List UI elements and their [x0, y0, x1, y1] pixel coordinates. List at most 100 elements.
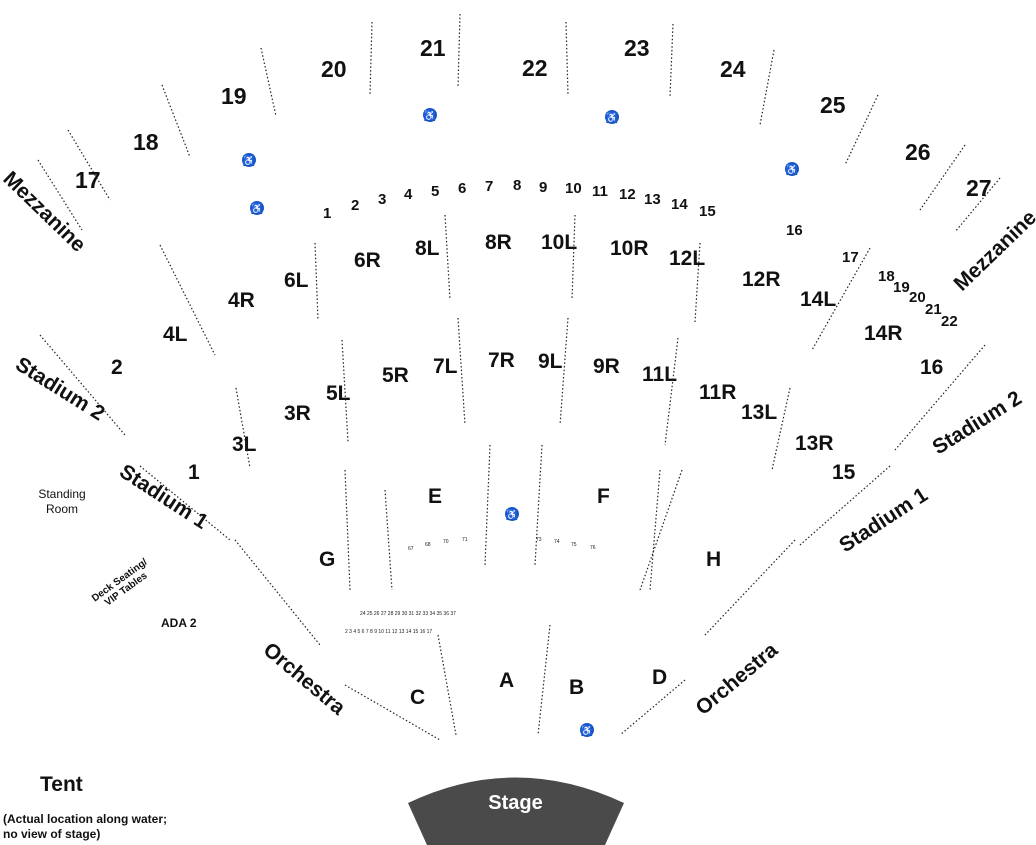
box-row-left2: 2 3 4 5 6 7 8 9 10 11 12 13 14 15 16 17	[345, 629, 432, 635]
section-3R[interactable]: 3R	[284, 402, 311, 425]
section-23[interactable]: 23	[624, 35, 650, 61]
mezzanine-sections: 17 18 19 20 21 22 23 24 25 26 27	[75, 35, 992, 201]
tent-note: (Actual location along water; no view of…	[3, 812, 243, 842]
section-21s[interactable]: 21	[925, 301, 942, 318]
stadium2-front-numbers: 1 2 3 4 5 6 7 8 9 10 11 12 13 14 15 16 1…	[323, 177, 958, 330]
box-seat-numbers: 67 68 70 71 73 74 75 76 24 25 26 27 28 2…	[345, 537, 596, 635]
standing-room-label: Standing Room	[22, 487, 102, 517]
svg-text:♿: ♿	[251, 202, 263, 215]
section-11R[interactable]: 11R	[699, 381, 736, 404]
section-8L[interactable]: 8L	[415, 237, 440, 260]
section-2[interactable]: 2	[111, 356, 123, 379]
section-18[interactable]: 18	[133, 129, 159, 155]
stadium-sections: 8L 8R 10L 10R 6R 6L 12L 12R 4R 14L 4L 14…	[111, 231, 943, 484]
tent-note-line-1: (Actual location along water;	[3, 812, 168, 826]
section-7[interactable]: 7	[485, 178, 493, 195]
section-2[interactable]: 2	[351, 197, 359, 214]
section-9[interactable]: 9	[539, 179, 547, 196]
section-11[interactable]: 11	[592, 183, 608, 200]
wheelchair-icon: ♿	[423, 108, 437, 122]
box-68: 68	[425, 542, 431, 548]
section-14R[interactable]: 14R	[864, 322, 903, 345]
section-F[interactable]: F	[597, 485, 610, 508]
section-22[interactable]: 22	[522, 55, 548, 81]
svg-text:♿: ♿	[424, 109, 436, 122]
box-row-left: 24 25 26 27 28 29 30 31 32 33 34 35 36 3…	[360, 611, 456, 617]
svg-text:♿: ♿	[786, 163, 798, 176]
section-14[interactable]: 14	[671, 196, 688, 213]
section-E[interactable]: E	[428, 485, 442, 508]
svg-text:♿: ♿	[581, 724, 593, 737]
section-12[interactable]: 12	[619, 186, 636, 203]
section-6R[interactable]: 6R	[354, 249, 381, 272]
section-15[interactable]: 15	[832, 461, 856, 484]
section-17[interactable]: 17	[75, 167, 101, 193]
section-G[interactable]: G	[319, 548, 335, 571]
stadium1-right-label: Stadium 1	[835, 483, 932, 557]
orchestra-sections: E F G H A B C D	[319, 485, 721, 709]
section-13R[interactable]: 13R	[795, 432, 834, 455]
section-10[interactable]: 10	[565, 180, 582, 197]
section-4R[interactable]: 4R	[228, 289, 255, 312]
row-letter-strips	[37, 13, 1001, 741]
section-13L[interactable]: 13L	[741, 401, 777, 424]
section-6L[interactable]: 6L	[284, 269, 309, 292]
box-74: 74	[554, 539, 560, 545]
section-7R[interactable]: 7R	[488, 349, 515, 372]
section-20s[interactable]: 20	[909, 289, 926, 306]
accessible-icons: ♿ ♿ ♿ ♿ ♿ ♿ ♿	[242, 108, 799, 737]
svg-text:♿: ♿	[606, 111, 618, 124]
section-26[interactable]: 26	[905, 139, 931, 165]
section-1[interactable]: 1	[323, 205, 331, 222]
section-3[interactable]: 3	[378, 191, 386, 208]
section-17s[interactable]: 17	[842, 249, 859, 266]
section-7L[interactable]: 7L	[433, 355, 458, 378]
section-10L[interactable]: 10L	[541, 231, 577, 254]
wheelchair-icon: ♿	[250, 201, 264, 215]
section-21[interactable]: 21	[420, 35, 446, 61]
section-20[interactable]: 20	[321, 56, 347, 82]
section-12L[interactable]: 12L	[669, 247, 705, 270]
section-B[interactable]: B	[569, 676, 584, 699]
section-11L[interactable]: 11L	[642, 363, 677, 386]
section-15[interactable]: 15	[699, 203, 716, 220]
section-H[interactable]: H	[706, 548, 721, 571]
section-19s[interactable]: 19	[893, 279, 910, 296]
section-6[interactable]: 6	[458, 180, 466, 197]
wheelchair-icon: ♿	[242, 153, 256, 167]
section-9R[interactable]: 9R	[593, 355, 620, 378]
section-22s[interactable]: 22	[941, 313, 958, 330]
box-76: 76	[590, 545, 596, 551]
section-19[interactable]: 19	[221, 83, 247, 109]
section-8[interactable]: 8	[513, 177, 521, 194]
section-16[interactable]: 16	[786, 222, 803, 239]
section-4[interactable]: 4	[404, 186, 413, 203]
box-70: 70	[443, 539, 449, 545]
section-4L[interactable]: 4L	[163, 323, 188, 346]
section-8R[interactable]: 8R	[485, 231, 512, 254]
section-24[interactable]: 24	[720, 56, 746, 82]
section-5R[interactable]: 5R	[382, 364, 409, 387]
section-D[interactable]: D	[652, 666, 667, 689]
section-25[interactable]: 25	[820, 92, 846, 118]
section-18s[interactable]: 18	[878, 268, 895, 285]
wheelchair-icon: ♿	[785, 162, 799, 176]
section-27[interactable]: 27	[966, 175, 992, 201]
section-A[interactable]: A	[499, 669, 514, 692]
zone-labels: Mezzanine Mezzanine Stadium 2 Stadium 2 …	[0, 167, 1036, 720]
section-5L[interactable]: 5L	[326, 382, 351, 405]
section-1[interactable]: 1	[188, 461, 200, 484]
section-9L[interactable]: 9L	[538, 350, 563, 373]
stage-shape[interactable]	[408, 777, 624, 845]
section-10R[interactable]: 10R	[610, 237, 649, 260]
box-71: 71	[462, 537, 468, 543]
section-16[interactable]: 16	[920, 356, 943, 379]
section-3L[interactable]: 3L	[232, 433, 257, 456]
section-5[interactable]: 5	[431, 183, 439, 200]
section-C[interactable]: C	[410, 686, 425, 709]
section-13[interactable]: 13	[644, 191, 661, 208]
section-12R[interactable]: 12R	[742, 268, 781, 291]
standing-room-line-1: Standing	[38, 487, 86, 501]
section-14L[interactable]: 14L	[800, 288, 836, 311]
